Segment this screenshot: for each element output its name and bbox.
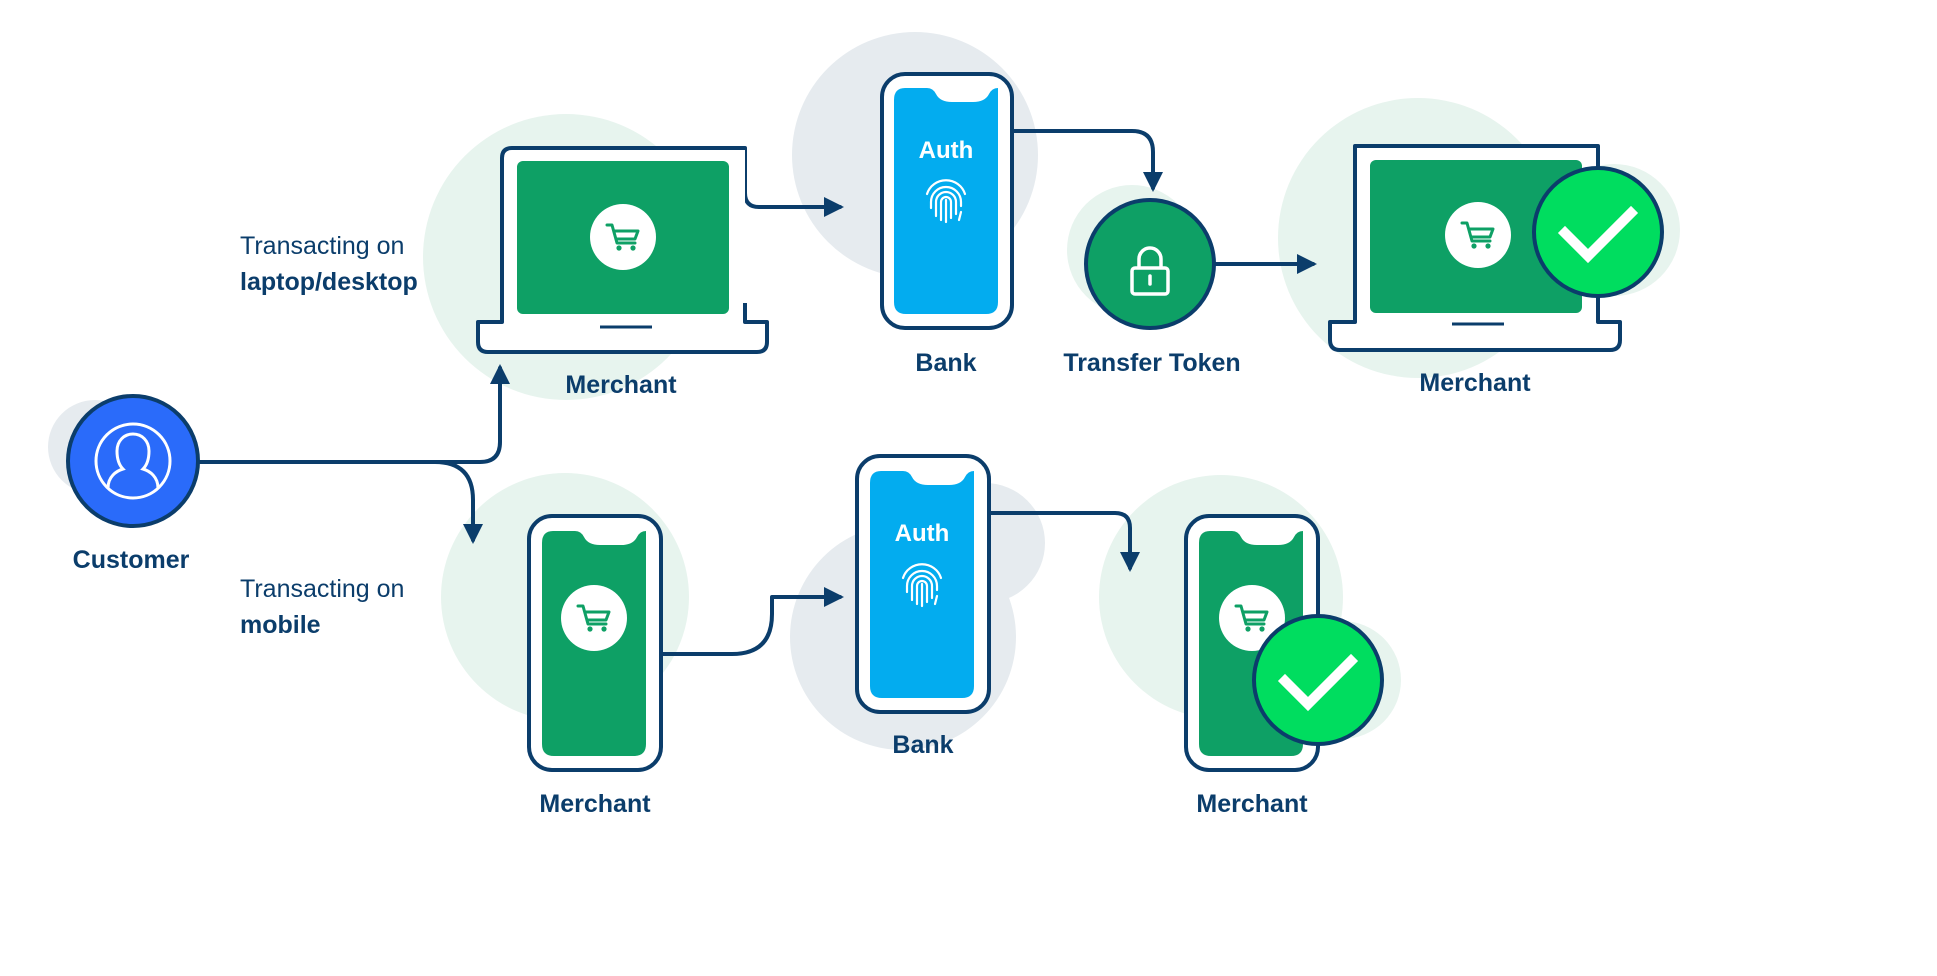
desktop-merchant-done-label: Merchant [1419, 369, 1531, 397]
caption-mobile: Transacting on mobile [240, 575, 404, 639]
transfer-token-label: Transfer Token [1063, 349, 1240, 377]
caption-desktop-line2: laptop/desktop [240, 268, 418, 296]
transfer-token-node: Transfer Token [1063, 198, 1241, 377]
cart-badge-mobile [561, 585, 627, 651]
desktop-merchant-done-node: Merchant [1328, 144, 1664, 397]
mobile-merchant-done-label: Merchant [1196, 790, 1308, 818]
caption-desktop-line1: Transacting on [240, 232, 404, 260]
cart-badge [590, 204, 656, 270]
mobile-merchant-node: Merchant [527, 514, 663, 818]
desktop-merchant-node: Merchant [476, 146, 769, 399]
desktop-bank-node: Auth Bank [880, 72, 1014, 377]
desktop-merchant-label: Merchant [565, 371, 677, 399]
connector-desktop-bank-to-token [1008, 129, 1163, 192]
success-check-circle-mobile [1252, 614, 1384, 746]
caption-mobile-line1: Transacting on [240, 575, 404, 603]
cart-badge-done [1445, 202, 1511, 268]
mobile-merchant-label: Merchant [539, 790, 651, 818]
customer-label: Customer [73, 546, 190, 574]
connector-customer-to-desktop [194, 364, 510, 464]
flow-connectors [194, 129, 1317, 656]
bank-screen-auth-text-mobile: Auth [895, 520, 950, 547]
cart-badge-mobile-done [1219, 585, 1285, 651]
token-circle [1084, 198, 1216, 330]
caption-mobile-line2: mobile [240, 611, 321, 639]
mobile-bank-label: Bank [892, 731, 953, 759]
connector-mobile-merchant-to-bank [658, 587, 844, 656]
desktop-bank-label: Bank [915, 349, 976, 377]
caption-desktop: Transacting on laptop/desktop [240, 232, 418, 296]
connector-customer-to-mobile [194, 460, 483, 544]
connector-mobile-bank-to-done [986, 511, 1140, 572]
mobile-bank-node: Auth Bank [855, 454, 991, 759]
bank-screen-auth-text: Auth [919, 137, 974, 164]
mobile-merchant-done-node: Merchant [1184, 514, 1384, 818]
customer-circle [66, 394, 200, 528]
success-check-circle [1532, 166, 1664, 298]
customer-node: Customer [66, 394, 200, 574]
